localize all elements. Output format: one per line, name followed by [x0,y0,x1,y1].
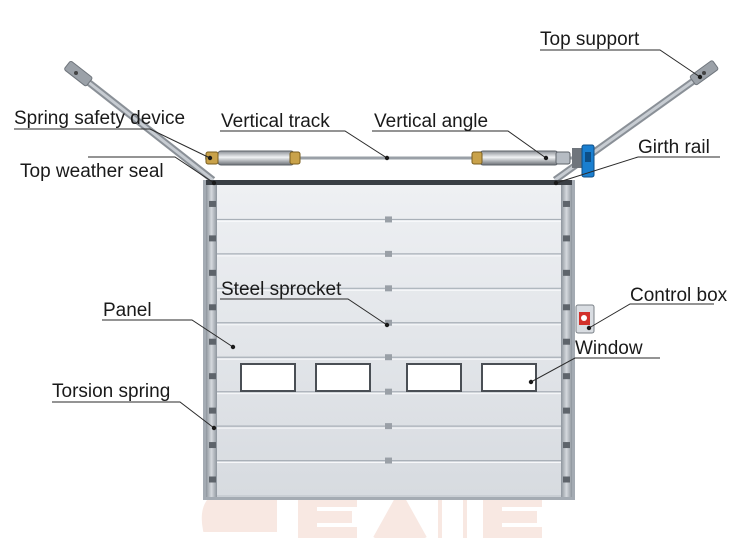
door-panel [217,185,561,495]
center-hinge [385,285,392,292]
label-spring-safety-device: Spring safety device [14,108,185,129]
label-top-weather-seal: Top weather seal [20,161,164,182]
label-vertical-track: Vertical track [221,111,330,132]
left-top-support [64,60,216,183]
left-roller [209,476,216,483]
window-pane [240,363,296,392]
right-torsion-spring [471,150,571,166]
door [203,180,575,500]
left-roller [209,442,216,449]
left-roller [209,407,216,414]
right-roller [563,442,570,449]
left-torsion-spring [205,150,301,166]
left-roller [209,200,216,207]
label-window: Window [575,338,643,359]
center-hinge [385,354,392,361]
control-box [575,304,595,334]
left-roller [209,304,216,311]
right-roller [563,338,570,345]
right-roller [563,200,570,207]
center-hinge [385,388,392,395]
window-pane [481,363,537,392]
center-hinge [385,319,392,326]
label-top-support: Top support [540,29,640,50]
left-roller [209,235,216,242]
center-hinge [385,423,392,430]
left-roller [209,338,216,345]
label-steel-sprocket: Steel sprocket [221,279,342,300]
right-roller [563,235,570,242]
label-vertical-angle: Vertical angle [374,111,488,132]
label-girth-rail: Girth rail [638,137,710,158]
left-roller [209,269,216,276]
leader-lines [14,49,720,431]
label-torsion-spring: Torsion spring [52,381,170,402]
right-roller [563,476,570,483]
window-pane [406,363,462,392]
center-hinge [385,250,392,257]
window-row [240,363,537,392]
center-hinge [385,457,392,464]
center-rollers [385,216,392,464]
right-roller [563,304,570,311]
right-roller [563,407,570,414]
right-roller [563,269,570,276]
center-hinge [385,216,392,223]
window-pane [315,363,371,392]
label-control-box: Control box [630,285,728,306]
right-roller [563,373,570,380]
hinges [209,200,570,483]
left-roller [209,373,216,380]
top-weather-seal-bar [206,180,572,185]
motor-unit [572,144,595,178]
label-panel: Panel [103,300,152,321]
